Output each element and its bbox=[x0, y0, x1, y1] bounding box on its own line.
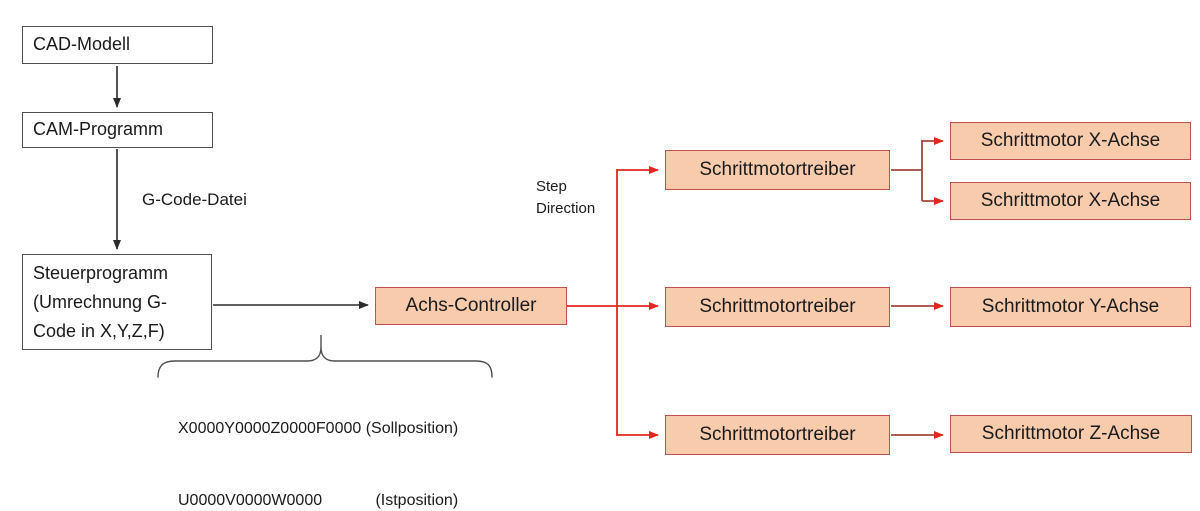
node-schrittmotor-x1-label: Schrittmotor X-Achse bbox=[980, 129, 1161, 151]
node-schrittmotortreiber-mid-label: Schrittmotortreiber bbox=[699, 295, 856, 317]
curly-brace bbox=[157, 335, 493, 378]
node-schrittmotortreiber-bottom-label: Schrittmotortreiber bbox=[699, 423, 856, 445]
node-cam-programm: CAM-Programm bbox=[22, 112, 213, 148]
node-steuerprogramm-line3: Code in X,Y,Z,F) bbox=[33, 320, 165, 341]
node-achs-controller: Achs-Controller bbox=[375, 287, 567, 325]
step-label: Step bbox=[536, 178, 567, 195]
node-schrittmotor-z-label: Schrittmotor Z-Achse bbox=[981, 422, 1161, 444]
node-schrittmotor-x2: Schrittmotor X-Achse bbox=[950, 182, 1191, 220]
node-cad-modell: CAD-Modell bbox=[22, 26, 213, 64]
node-cad-modell-label: CAD-Modell bbox=[33, 34, 131, 55]
node-achs-controller-label: Achs-Controller bbox=[405, 294, 537, 316]
istposition-line: U0000V0000W0000 (Istposition) bbox=[178, 492, 459, 509]
node-schrittmotor-y: Schrittmotor Y-Achse bbox=[950, 287, 1191, 327]
gcode-file-label: G-Code-Datei bbox=[142, 190, 247, 209]
node-steuerprogramm: Steuerprogramm (Umrechnung G- Code in X,… bbox=[22, 254, 212, 350]
node-schrittmotortreiber-top-label: Schrittmotortreiber bbox=[699, 158, 856, 180]
node-schrittmotortreiber-top: Schrittmotortreiber bbox=[665, 150, 890, 190]
node-steuerprogramm-line1: Steuerprogramm bbox=[33, 262, 169, 283]
node-schrittmotor-x2-label: Schrittmotor X-Achse bbox=[980, 189, 1161, 211]
position-code-annotation: X0000Y0000Z0000F0000 (Sollposition) U000… bbox=[178, 369, 458, 511]
node-schrittmotor-z: Schrittmotor Z-Achse bbox=[950, 415, 1192, 453]
node-schrittmotortreiber-bottom: Schrittmotortreiber bbox=[665, 415, 890, 455]
direction-label: Direction bbox=[536, 200, 596, 217]
node-schrittmotortreiber-mid: Schrittmotortreiber bbox=[665, 287, 890, 327]
node-steuerprogramm-line2: (Umrechnung G- bbox=[33, 291, 168, 312]
node-cam-programm-label: CAM-Programm bbox=[33, 119, 164, 140]
step-direction-label: Step Direction bbox=[536, 176, 595, 220]
node-schrittmotor-y-label: Schrittmotor Y-Achse bbox=[981, 295, 1160, 317]
sollposition-line: X0000Y0000Z0000F0000 (Sollposition) bbox=[178, 420, 459, 437]
node-schrittmotor-x1: Schrittmotor X-Achse bbox=[950, 122, 1191, 160]
